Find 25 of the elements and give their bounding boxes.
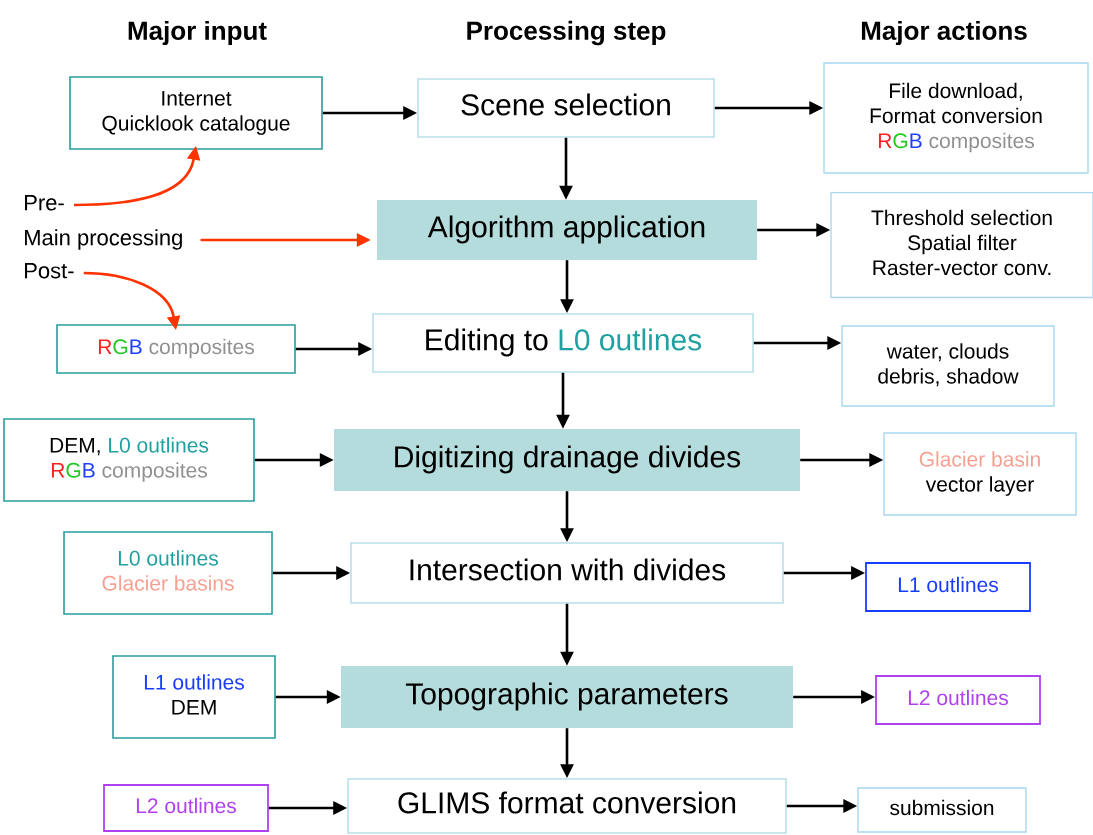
input-box: DEM, L0 outlines RGB composites: [3, 418, 255, 502]
column-heading: Major input: [128, 20, 267, 46]
output-box: L2 outlines: [875, 675, 1041, 725]
output-box: Glacier basin vector layer: [883, 432, 1077, 516]
output-box: L1 outlines: [865, 562, 1031, 612]
output-box: L2 outlines: [103, 784, 269, 832]
process-box: Intersection with divides: [350, 542, 784, 604]
process-box: Algorithm application: [377, 200, 757, 260]
stage-label: Pre-: [25, 195, 64, 211]
output-box: submission: [857, 787, 1027, 833]
output-box: File download, Format conversion RGB composites: [823, 62, 1089, 174]
process-box: Scene selection: [417, 78, 715, 138]
input-box: L0 outlines Glacier basins: [63, 531, 273, 615]
input-box: Internet Quicklook catalogue: [69, 76, 323, 150]
column-heading: Processing step: [467, 20, 666, 46]
stage-label: Post-: [25, 263, 74, 279]
process-box: GLIMS format conversion: [347, 778, 787, 834]
input-box: L1 outlines DEM: [112, 655, 276, 739]
process-box: Digitizing drainage divides: [334, 429, 800, 491]
process-box: Topographic parameters: [341, 666, 793, 728]
process-box: Editing to L0 outlines: [372, 313, 754, 373]
output-box: water, clouds debris, shadow: [841, 325, 1055, 407]
input-box: RGB composites: [56, 324, 296, 374]
output-box: Threshold selection Spatial filter Raster-vector conv.: [830, 191, 1093, 299]
stage-label: Main processing: [25, 229, 182, 250]
